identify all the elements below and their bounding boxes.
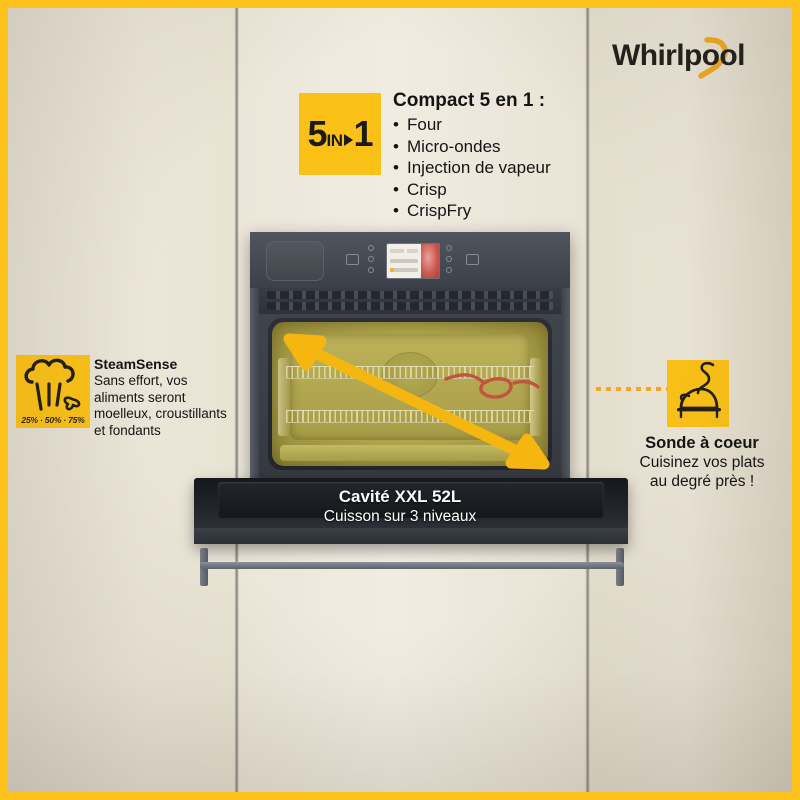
- lcd-food-thumbnail: [421, 244, 439, 278]
- steamsense-title: SteamSense: [94, 356, 178, 372]
- back-touch-icon[interactable]: [446, 245, 452, 251]
- list-item: Four: [393, 114, 653, 136]
- steam-cloud-fan-icon: [24, 358, 81, 411]
- probe-icon-tile: [667, 360, 729, 427]
- vent-row: [267, 302, 553, 310]
- lcd-text-line: [390, 259, 418, 263]
- oven-lcd-display[interactable]: [386, 243, 440, 279]
- steamsense-line-2: aliments seront: [94, 389, 186, 405]
- cabinet-seam-left: [234, 8, 239, 792]
- wire-rack-lower: [286, 410, 534, 423]
- oven-door-handle[interactable]: [200, 548, 624, 588]
- steamsense-line-4: et fondants: [94, 422, 161, 438]
- probe-touch-icon[interactable]: [446, 267, 452, 273]
- lcd-text-line: [390, 268, 418, 272]
- grill-heating-element-icon: [444, 373, 540, 399]
- steam-touch-icon[interactable]: [368, 267, 374, 273]
- lcd-text-line: [390, 249, 404, 253]
- steamsense-text-block: SteamSense Sans effort, vos aliments ser…: [94, 356, 244, 439]
- steamsense-line-1: Sans effort, vos: [94, 373, 188, 388]
- badge-number-5: 5: [307, 113, 327, 154]
- probe-title: Sonde à coeur: [645, 434, 759, 452]
- handle-bar: [200, 562, 624, 569]
- list-item: Injection de vapeur: [393, 157, 653, 179]
- badge-in-label: IN: [326, 131, 344, 150]
- oven-side-left: [250, 232, 259, 502]
- cabinet-seam-right: [585, 8, 590, 792]
- list-item: Crisp: [393, 179, 653, 201]
- timer-touch-icon[interactable]: [346, 254, 359, 265]
- vent-row: [267, 291, 553, 299]
- lcd-text-line: [407, 249, 418, 253]
- list-item: Micro-ondes: [393, 136, 653, 158]
- control-knob[interactable]: [266, 241, 324, 281]
- probe-text-block: Sonde à coeur Cuisinez vos plats au degr…: [604, 433, 792, 491]
- door-glass: [218, 482, 604, 518]
- badge-number-1: 1: [353, 113, 374, 154]
- steamsense-icon-tile: 25% · 50% · 75%: [16, 355, 90, 428]
- list-item: CrispFry: [393, 200, 653, 222]
- steamsense-line-3: moelleux, croustillants: [94, 406, 227, 421]
- lcd-accent-dot: [390, 268, 394, 272]
- whirlpool-wordmark: Whirlpool: [612, 39, 746, 72]
- probe-connector-line: [596, 387, 668, 391]
- cavity-floor: [280, 445, 540, 461]
- power-touch-icon[interactable]: [368, 245, 374, 251]
- cavity-caption: Cavité XXL 52L Cuisson sur 3 niveaux: [8, 486, 792, 526]
- light-touch-icon[interactable]: [368, 256, 374, 262]
- compact-feature-list: Four Micro-ondes Injection de vapeur Cri…: [393, 114, 653, 222]
- oven-control-panel: [250, 232, 570, 288]
- probe-line-1: Cuisinez vos plats: [639, 454, 765, 471]
- meat-probe-roast-icon: [677, 361, 721, 419]
- door-front-edge: [194, 528, 628, 544]
- compact-title: Compact 5 en 1 :: [393, 90, 546, 111]
- cavity-title: Cavité XXL 52L: [338, 487, 462, 506]
- steamsense-percentages: 25% · 50% · 75%: [21, 415, 85, 425]
- floor-shadow: [8, 672, 792, 792]
- oven-vent-strip: [259, 288, 561, 314]
- whirlpool-logo: Whirlpool: [612, 30, 792, 82]
- play-arrow-icon: [343, 134, 353, 146]
- favorite-touch-icon[interactable]: [446, 256, 452, 262]
- whirlpool-swoosh-icon: [698, 37, 728, 79]
- start-touch-icon[interactable]: [466, 254, 479, 265]
- oven-side-right: [561, 232, 570, 502]
- cavity-subtitle: Cuisson sur 3 niveaux: [323, 508, 477, 525]
- oven-door[interactable]: [194, 478, 628, 544]
- probe-line-2: au degré près !: [649, 473, 755, 490]
- oven-cavity-interior: [272, 322, 548, 466]
- compact-feature-block: Compact 5 en 1 : Four Micro-ondes Inject…: [393, 90, 653, 222]
